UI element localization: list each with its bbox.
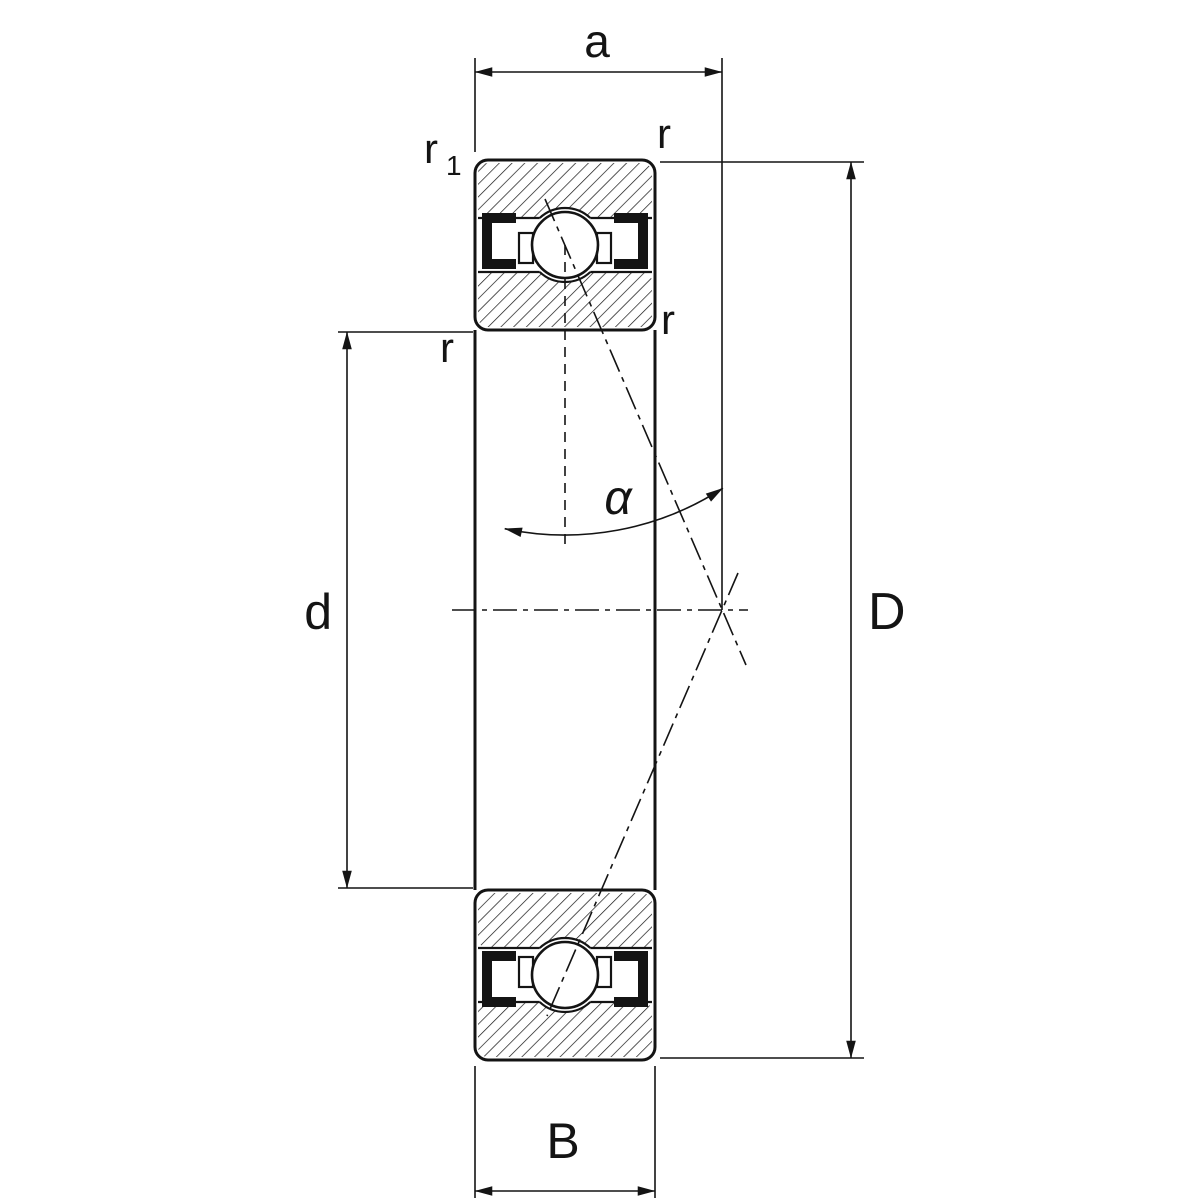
- label-r-inner-left: r: [440, 324, 454, 371]
- label-r1-subscript: 1: [446, 150, 462, 181]
- contact-line-bottom: [546, 572, 739, 1017]
- label-d: d: [304, 584, 332, 640]
- angle-alpha-annotation: α: [504, 245, 724, 545]
- outer-ring-hatch-top: [478, 163, 652, 218]
- label-r-inner-right: r: [661, 296, 675, 343]
- dimension-d: d: [304, 331, 473, 889]
- alpha-arc: [504, 487, 724, 537]
- inner-ring-hatch-bottom: [478, 893, 652, 948]
- ball-bottom: [530, 940, 600, 1010]
- dimension-D: D: [660, 161, 906, 1059]
- outer-ring-hatch-bottom: [478, 1002, 652, 1057]
- seal-left-top: [482, 213, 516, 269]
- seal-left-bottom: [482, 951, 516, 1007]
- label-r1-base: r: [424, 125, 438, 172]
- dimension-B: B: [474, 1066, 656, 1198]
- label-D: D: [868, 583, 906, 641]
- label-r-top-right: r: [657, 110, 671, 157]
- seal-right-bottom: [614, 951, 648, 1007]
- bearing-top-section: [473, 158, 657, 332]
- center-and-contact-lines: [452, 198, 748, 1017]
- bearing-bottom-section: [473, 888, 657, 1062]
- corner-radius-labels: r 1 r r r: [424, 110, 675, 371]
- label-B: B: [546, 1113, 579, 1169]
- label-a: a: [584, 15, 610, 67]
- contact-line-top: [544, 198, 747, 666]
- label-alpha: α: [604, 472, 633, 525]
- seal-right-top: [614, 213, 648, 269]
